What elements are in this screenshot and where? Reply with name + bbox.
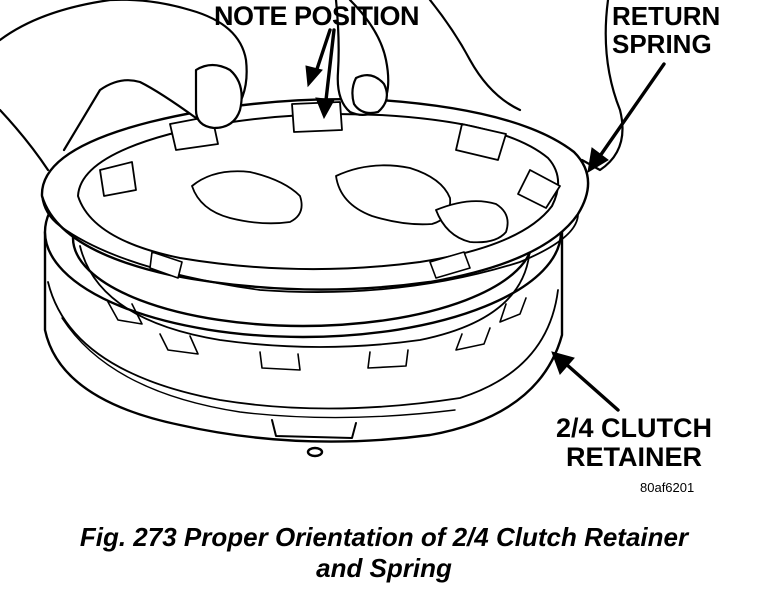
note-position-arrow-left: [305, 28, 332, 88]
leader-arrows: [305, 28, 666, 412]
return-spring-ring: [40, 98, 590, 293]
clutch-retainer-label: 2/4 CLUTCH RETAINER: [556, 413, 713, 473]
figure-caption-line2: and Spring: [316, 552, 452, 583]
return-spring-label: RETURN SPRING: [612, 2, 720, 58]
hands: [0, 0, 624, 244]
figure-code: 80af6201: [640, 480, 695, 495]
note-position-text: NOTE POSITION: [214, 1, 420, 31]
return-spring-label-line2: SPRING: [612, 29, 712, 60]
figure-caption-line1: Fig. 273 Proper Orientation of 2/4 Clutc…: [79, 522, 689, 552]
clutch-retainer-label-line2: RETAINER: [566, 442, 703, 473]
note-position-arrow-right: [315, 28, 336, 120]
return-spring-label-line1: RETURN: [612, 1, 721, 31]
clutch-retainer-arrow: [551, 351, 620, 412]
figure-caption: Fig. 273 Proper Orientation of 2/4 Clutc…: [0, 522, 768, 583]
retainer-hole: [306, 446, 324, 458]
return-spring-arrow: [587, 62, 666, 173]
clutch-retainer-label-line1: 2/4 CLUTCH: [556, 413, 713, 443]
note-position-label: NOTE POSITION: [214, 1, 420, 31]
